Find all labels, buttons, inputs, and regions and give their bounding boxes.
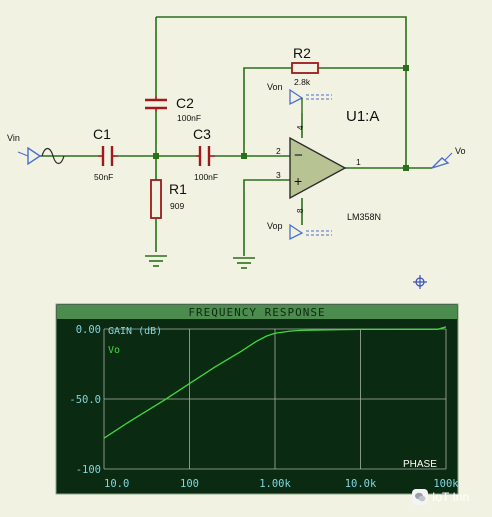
- schematic-wires: [40, 16, 432, 256]
- op-amp-plus-sign: +: [294, 173, 302, 189]
- r2-value-label: 2.8k: [294, 77, 311, 87]
- x-tick-label: 100: [180, 478, 199, 490]
- series-line-vo: [103, 326, 447, 439]
- c2-value-label: 100nF: [177, 113, 201, 123]
- capacitor-c2[interactable]: [145, 96, 167, 112]
- graph-phase-label: PHASE: [403, 459, 437, 470]
- c3-name-label: C3: [193, 126, 211, 142]
- op-amp-reference-label: U1:A: [346, 108, 379, 125]
- watermark: IoT Inn: [412, 488, 469, 506]
- c1-name-label: C1: [93, 126, 111, 142]
- pin-v-positive-number: 8: [296, 208, 305, 213]
- von-terminal-icon[interactable]: [289, 88, 332, 113]
- wechat-logo-icon: [412, 489, 428, 505]
- graph-tick-labels: 10.0 100 1.00k 10.0k 100k 0.00 -50.0 -100: [69, 324, 459, 490]
- graph-series-legend-vo: Vo: [108, 345, 120, 356]
- x-tick-label: 1.00k: [259, 478, 291, 490]
- vin-label: Vin: [7, 133, 20, 143]
- c3-value-label: 100nF: [194, 172, 218, 182]
- graph-title: FREQUENCY RESPONSE: [188, 306, 325, 319]
- origin-marker-icon: [413, 275, 427, 289]
- graph-title-bar: [57, 305, 457, 319]
- pin-v-negative-number: 4: [296, 125, 305, 130]
- y-tick-label: -100: [76, 464, 101, 476]
- pin-noninverting-number: 3: [276, 170, 281, 180]
- graph-series: [103, 326, 447, 439]
- input-source-icon[interactable]: [17, 146, 65, 166]
- c1-value-label: 50nF: [94, 172, 113, 182]
- op-amp-u1a[interactable]: − +: [289, 136, 347, 200]
- c2-name-label: C2: [176, 95, 194, 111]
- vop-label: Vop: [267, 221, 283, 231]
- von-label: Von: [267, 82, 283, 92]
- output-probe-icon[interactable]: [431, 152, 453, 169]
- resistor-r2[interactable]: [291, 62, 319, 74]
- wire-junctions: [153, 65, 409, 171]
- r1-value-label: 909: [170, 201, 184, 211]
- frequency-response-graph[interactable]: FREQUENCY RESPONSE 10.0 100 1.00k 10.0k 100k…: [55, 303, 459, 495]
- graph-gain-axis-label: GAIN (dB): [108, 326, 162, 337]
- pin-inverting-number: 2: [276, 146, 281, 156]
- vop-terminal-icon[interactable]: [289, 223, 332, 241]
- ground-symbol-r1: [145, 255, 167, 267]
- r1-name-label: R1: [169, 181, 187, 197]
- x-tick-label: 10.0: [104, 478, 129, 490]
- x-tick-label: 10.0k: [345, 478, 377, 490]
- y-tick-label: 0.00: [76, 324, 101, 336]
- capacitor-c1[interactable]: [98, 146, 118, 166]
- op-amp-minus-sign: −: [294, 147, 303, 164]
- capacitor-c3[interactable]: [196, 146, 215, 166]
- resistor-r1[interactable]: [150, 179, 162, 219]
- x-tick-label: 100k: [433, 478, 459, 490]
- y-tick-label: -50.0: [69, 394, 101, 406]
- watermark-text: IoT Inn: [432, 490, 470, 504]
- pin-output-number: 1: [356, 157, 361, 167]
- r2-name-label: R2: [293, 45, 311, 61]
- op-amp-part-label: LM358N: [347, 212, 381, 222]
- vo-label: Vo: [455, 146, 466, 156]
- ground-symbol-opamp: [233, 257, 255, 269]
